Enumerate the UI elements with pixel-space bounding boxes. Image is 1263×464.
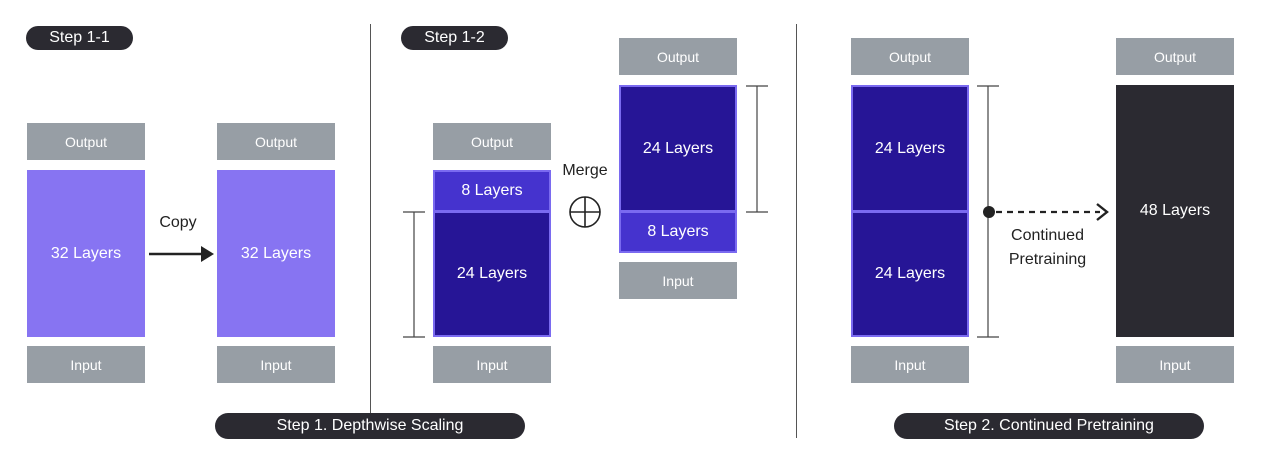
layers-48-block-final: 48 Layers [1116, 85, 1234, 337]
input-block-original: Input [27, 346, 145, 383]
copy-arrow-icon [149, 246, 214, 262]
layers-block-original: 32 Layers [27, 170, 145, 337]
input-block-bottom: Input [619, 262, 737, 299]
output-block-copy: Output [217, 123, 335, 160]
output-block-top: Output [433, 123, 551, 160]
input-block-final: Input [1116, 346, 1234, 383]
input-block-top: Input [433, 346, 551, 383]
layers-24-block-merged-lower: 24 Layers [851, 211, 969, 337]
output-block-bottom: Output [619, 38, 737, 75]
input-block-merged: Input [851, 346, 969, 383]
continued-pretraining-arrow-icon [983, 203, 1109, 221]
layers-24-block-bottom-kept: 24 Layers [433, 211, 551, 337]
output-block-final: Output [1116, 38, 1234, 75]
section-divider-left [370, 24, 371, 438]
section-divider-right [796, 24, 797, 438]
step-2-banner: Step 2. Continued Pretraining [894, 413, 1204, 439]
layers-24-block-top-kept: 24 Layers [619, 85, 737, 212]
layers-24-block-merged-upper: 24 Layers [851, 85, 969, 212]
step-1-banner: Step 1. Depthwise Scaling [215, 413, 525, 439]
copy-label: Copy [159, 214, 197, 231]
output-block-merged: Output [851, 38, 969, 75]
continued-pretraining-label: Continued Pretraining [1008, 227, 1087, 268]
merge-label: Merge [562, 162, 608, 179]
layers-8-block-bottom: 8 Layers [619, 211, 737, 253]
step-1-1-badge: Step 1-1 [26, 26, 133, 50]
step-1-2-badge: Step 1-2 [401, 26, 508, 50]
output-block-original: Output [27, 123, 145, 160]
layers-block-copy: 32 Layers [217, 170, 335, 337]
input-block-copy: Input [217, 346, 335, 383]
bracket-right-24-layers [746, 85, 768, 213]
bracket-left-24-layers [403, 211, 425, 338]
merge-plus-icon [569, 196, 601, 228]
